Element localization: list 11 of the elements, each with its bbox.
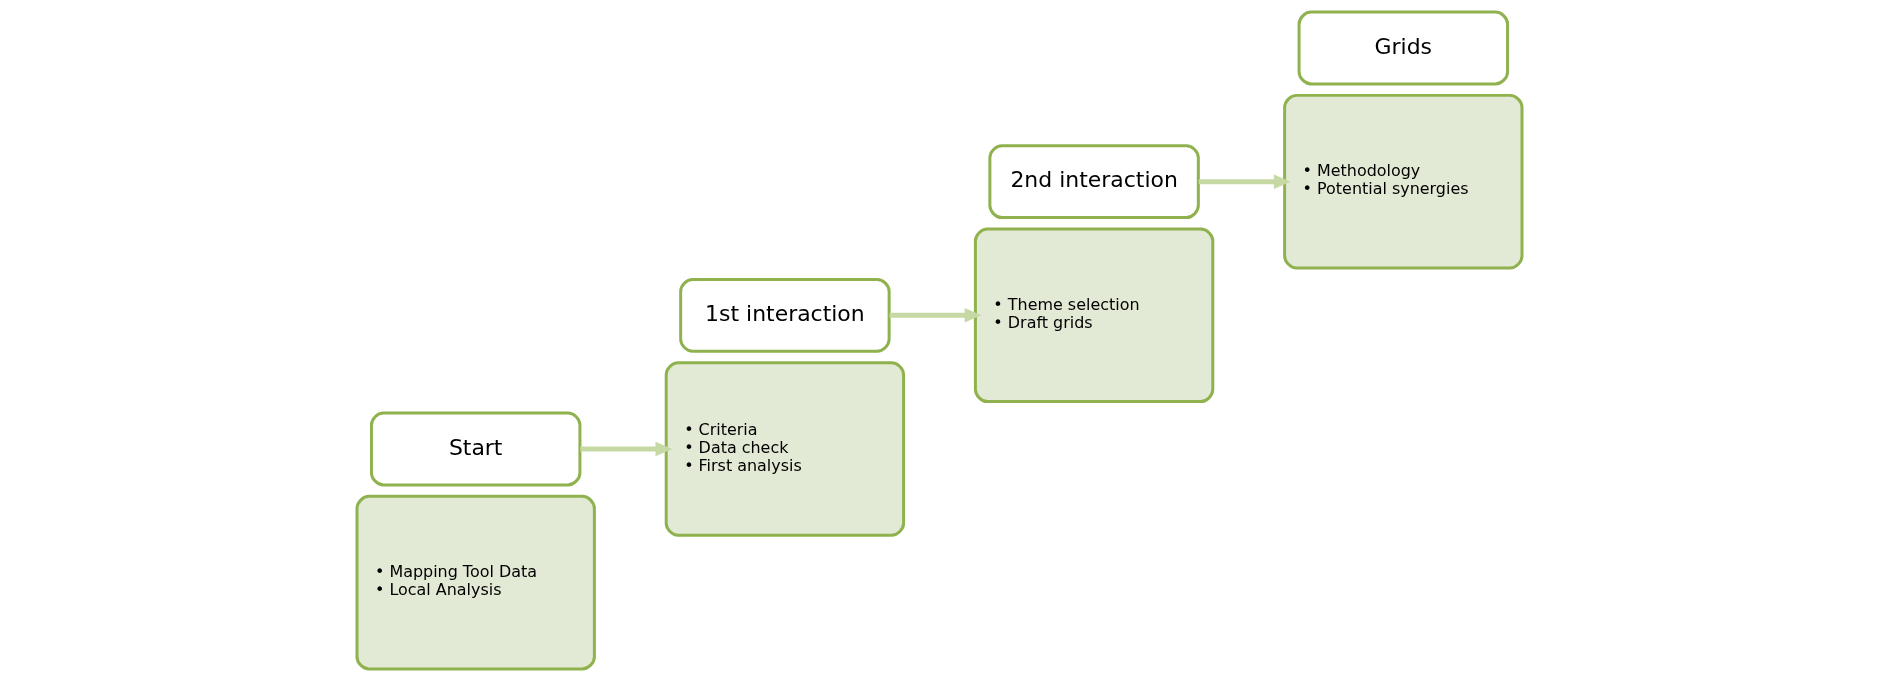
arrow [889, 308, 981, 323]
node-box: Grids [1297, 10, 1509, 86]
node-box: 1st interaction [678, 277, 891, 353]
node-box: 2nd interaction [987, 144, 1200, 220]
node-box: Start [369, 411, 581, 487]
node-box: • Theme selection • Draft grids [973, 227, 1214, 404]
node-box: • Criteria • Data check • First analysis [664, 361, 905, 537]
node-box: • Methodology • Potential synergies [1282, 93, 1523, 270]
arrow [579, 441, 672, 457]
node-box: • Mapping Tool Data • Local Analysis [355, 494, 596, 671]
arrow [1198, 174, 1291, 189]
